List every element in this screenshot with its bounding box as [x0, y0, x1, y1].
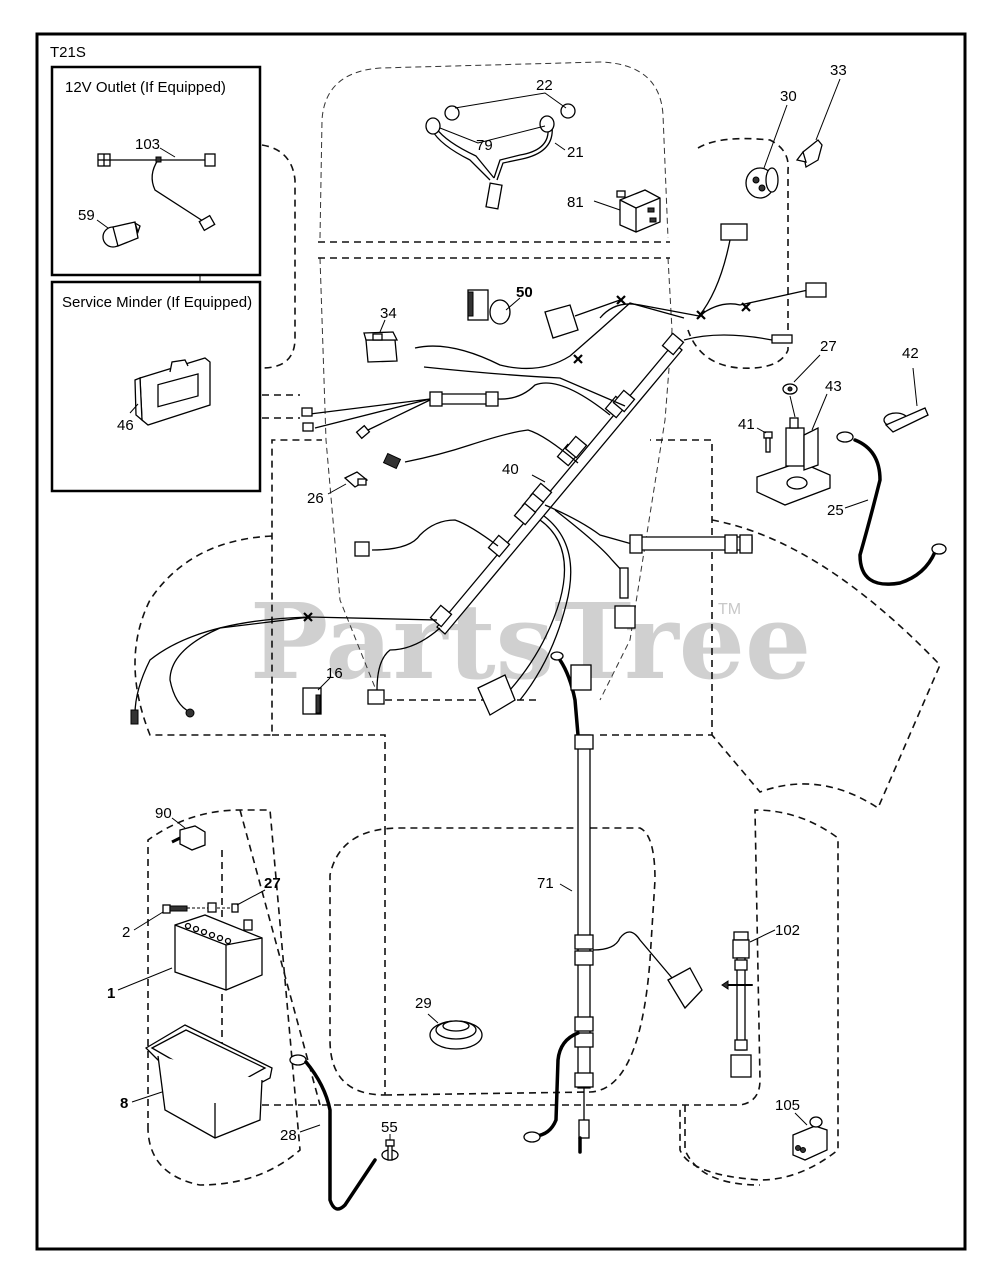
callout-50: 50	[516, 284, 533, 301]
callout-8: 8	[120, 1095, 128, 1112]
connector-icon	[477, 674, 516, 716]
connector-icon	[198, 214, 216, 232]
service-minder-icon	[134, 357, 211, 426]
terminal-icon	[130, 709, 139, 725]
callout-105: 105	[775, 1097, 800, 1114]
inset-title-12v-outlet: 12V Outlet (If Equipped)	[65, 79, 226, 96]
callout-103: 103	[135, 136, 160, 153]
callout-46: 46	[117, 417, 134, 434]
connector-icon	[667, 967, 703, 1010]
inset-service-minder: Service Minder (If Equipped) 46	[50, 280, 262, 493]
splice-x-icon	[573, 295, 751, 364]
diagram-id: T21S	[50, 44, 86, 61]
tractor-outline	[134, 61, 941, 1186]
inset-12v-outlet: 12V Outlet (If Equipped) 103 59	[50, 65, 262, 277]
engine-harness	[523, 651, 703, 1154]
inset-title-service-minder: Service Minder (If Equipped)	[62, 294, 252, 311]
callout-90: 90	[155, 805, 172, 822]
callout-59: 59	[78, 207, 95, 224]
watermark-trademark: TM	[718, 601, 741, 618]
callout-21: 21	[567, 144, 584, 161]
callout-16: 16	[326, 665, 343, 682]
headlight-bulb-icon	[444, 105, 460, 121]
callout-29: 29	[415, 995, 432, 1012]
diagram-frame	[35, 32, 967, 1251]
seat-switch-icon	[302, 687, 322, 715]
headlight-socket-icon	[539, 115, 555, 133]
ignition-key-icon	[795, 139, 823, 169]
callout-25: 25	[827, 502, 844, 519]
label-plate-icon	[544, 304, 579, 339]
solenoid-icon	[756, 417, 831, 506]
nut-icon	[782, 383, 798, 395]
connector-icon	[354, 541, 370, 557]
connector-icon	[382, 452, 402, 470]
reverse-switch-icon	[429, 1020, 483, 1050]
connector-icon	[805, 282, 827, 298]
terminal-icon	[355, 424, 371, 440]
callout-42: 42	[902, 345, 919, 362]
headlight-socket-icon	[425, 117, 441, 135]
fuel-solenoid-icon	[792, 1116, 828, 1161]
battery-tray-icon	[144, 1024, 273, 1139]
relay-icon	[616, 189, 661, 233]
callout-43: 43	[825, 378, 842, 395]
callout-41: 41	[738, 416, 755, 433]
watermark: PartsTree	[250, 580, 811, 703]
connector-icon	[614, 605, 636, 629]
ignition-switch-icon	[745, 167, 779, 199]
callout-27: 27	[820, 338, 837, 355]
diode-icon	[171, 825, 206, 851]
connector-icon	[204, 153, 216, 167]
callout-26: 26	[307, 490, 324, 507]
fuse-icon	[343, 471, 369, 488]
callout-102: 102	[775, 922, 800, 939]
callout-27-battery: 27	[264, 875, 281, 892]
rocker-switch-icon	[363, 331, 399, 363]
callout-79: 79	[476, 137, 493, 154]
battery-clamp-icon	[207, 902, 217, 913]
main-wiring-harness	[130, 223, 827, 725]
callout-2: 2	[122, 924, 130, 941]
terminal-icon	[185, 708, 195, 718]
connector-icon	[771, 334, 793, 344]
pto-switch-icon	[467, 289, 511, 325]
solenoid-cable	[836, 431, 947, 586]
callout-34: 34	[380, 305, 397, 322]
battery-bolt-icon	[162, 904, 188, 914]
callout-55: 55	[381, 1119, 398, 1136]
connector-icon	[570, 664, 592, 691]
terminal-icon	[302, 422, 314, 432]
terminal-icon	[301, 407, 313, 417]
callout-71: 71	[537, 875, 554, 892]
terminal-boot-icon	[883, 407, 929, 433]
clutch-harness	[721, 931, 753, 1078]
outlet-socket-icon	[102, 221, 141, 248]
splice-x-icon	[303, 612, 313, 622]
callout-33: 33	[830, 62, 847, 79]
connector-icon	[720, 223, 748, 241]
callout-1: 1	[107, 985, 115, 1002]
callout-28: 28	[280, 1127, 297, 1144]
callout-22: 22	[536, 77, 553, 94]
battery-icon	[174, 914, 263, 991]
connector-icon	[367, 689, 385, 705]
callout-30: 30	[780, 88, 797, 105]
callout-81: 81	[567, 194, 584, 211]
callout-40: 40	[502, 461, 519, 478]
bolt-icon	[763, 431, 773, 453]
battery-nut-icon	[231, 903, 239, 913]
headlight-harness	[425, 103, 576, 210]
